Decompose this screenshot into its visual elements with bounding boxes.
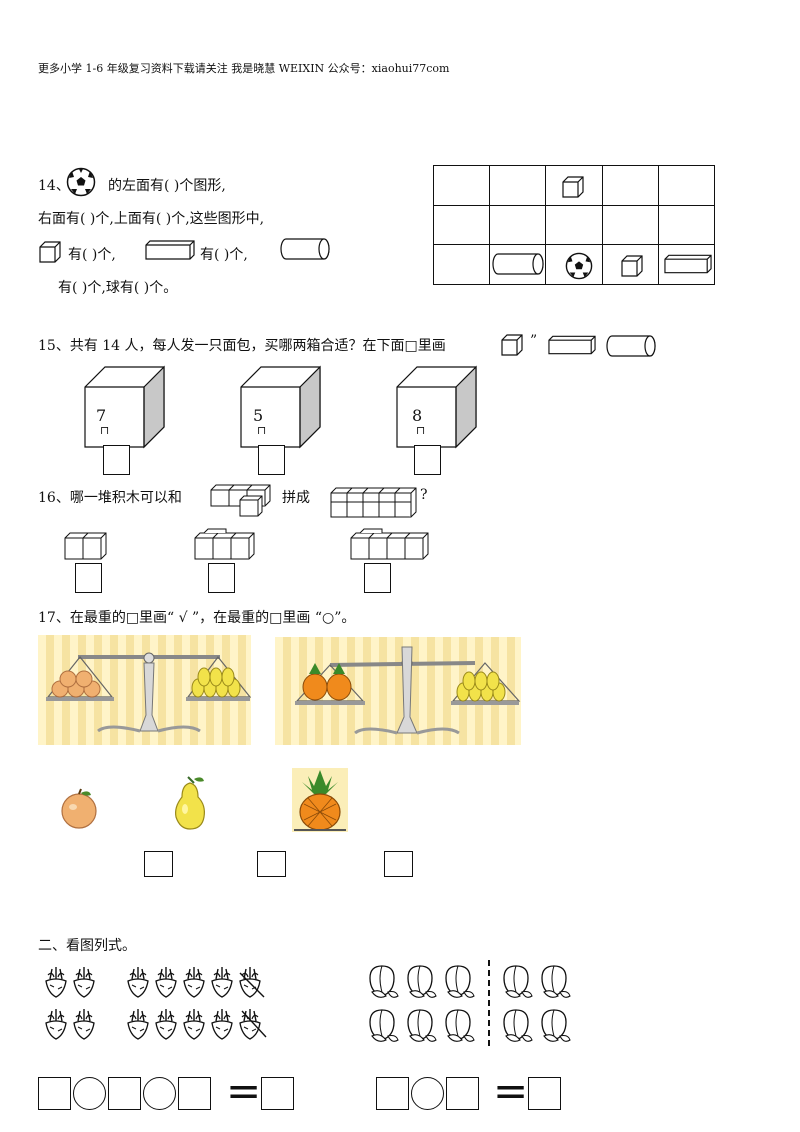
eq-right-box-1[interactable] [376,1077,409,1110]
blocks-target-large-icon [330,487,417,518]
q14-cuboid-count: 有( )个, [200,247,248,263]
q16-text-b: 拼成 [282,490,310,506]
q14-line1: 的左面有( )个图形, [108,178,226,194]
eq-left-box-1[interactable] [38,1077,71,1110]
header-text: 更多小学 1-6 年级复习资料下载请关注 我是晓慧 WEIXIN 公众号：xia… [38,62,450,75]
crate-box-icon [396,365,477,449]
q16-answer-box-1[interactable] [75,563,102,593]
q15-answer-box-1[interactable] [103,445,130,475]
blocks-option-2-icon [194,528,255,560]
apple-icon [61,788,97,829]
q15-cube-icon [501,334,523,356]
soccer-ball-icon [66,167,96,197]
cuboid-icon [145,240,195,260]
grid-cube-icon-2 [621,255,643,277]
q17-answer-box-2[interactable] [257,851,286,877]
q15-cylinder-icon [606,335,656,357]
q15-answer-box-2[interactable] [258,445,285,475]
q16-text-a: 16、哪一堆积木可以和 [38,490,182,506]
grid-cylinder-icon [492,253,544,275]
eq-left-result-box[interactable] [261,1077,294,1110]
pear-icon [175,776,205,830]
eq-left-box-3[interactable] [178,1077,211,1110]
cube-icon [39,241,61,263]
eq-left-equals: = [226,1066,262,1115]
q14-line2: 右面有( )个,上面有( )个,这些图形中, [38,211,265,227]
eq-right-operator[interactable] [411,1077,444,1110]
blocks-option-3-icon [350,528,429,560]
section2-title: 二、看图列式。 [38,938,136,954]
eq-right-result-box[interactable] [528,1077,561,1110]
crate-number: 7 [96,406,107,425]
blocks-option-1-icon [64,532,107,560]
blocks-target-small-icon [210,484,271,517]
balance-scale-2 [275,637,521,745]
q14-shape-grid [432,165,716,285]
crate-number: 5 [253,406,264,425]
crate-mark: ⊓ [257,424,267,437]
q17-answer-box-1[interactable] [144,851,173,877]
q16-text-c: ? [420,487,428,503]
peach-group-icon [369,960,571,1046]
crate-box-icon [84,365,165,449]
eq-left-operator-1[interactable] [73,1077,106,1110]
crate-mark: ⊓ [416,424,426,437]
grid-cube-icon [562,176,584,198]
eq-left-box-2[interactable] [108,1077,141,1110]
q14-number: 14、 [38,178,70,194]
grid-soccer-ball-icon [565,252,593,280]
balance-scale-1 [38,635,251,745]
q15-answer-box-3[interactable] [414,445,441,475]
grid-cuboid-icon [664,254,712,274]
cylinder-icon [280,238,330,260]
q15-cuboid-icon [548,335,596,355]
q15-text: 15、共有 14 人，每人发一只面包，买哪两箱合适？在下面□里画 [38,338,446,354]
eq-right-equals: = [493,1066,529,1115]
eq-right-box-2[interactable] [446,1077,479,1110]
crate-mark: ⊓ [100,424,110,437]
q17-answer-box-3[interactable] [384,851,413,877]
crate-number: 8 [412,406,423,425]
balance-scale-2-drawing [295,646,521,735]
q14-cube-count: 有( )个, [68,247,116,263]
q16-answer-box-2[interactable] [208,563,235,593]
eq-left-operator-2[interactable] [143,1077,176,1110]
q17-text: 17、在最重的□里画“ √ ”，在最重的□里画 “○”。 [38,610,356,626]
q15-quote: ” [530,333,538,349]
q14-cylinder-count: 有( )个,球有( )个。 [58,280,178,296]
crate-box-icon [240,365,321,449]
q16-answer-box-3[interactable] [364,563,391,593]
pineapple-icon [292,768,348,832]
radish-group-icon [45,966,267,1040]
balance-scale-1-drawing [46,652,251,733]
